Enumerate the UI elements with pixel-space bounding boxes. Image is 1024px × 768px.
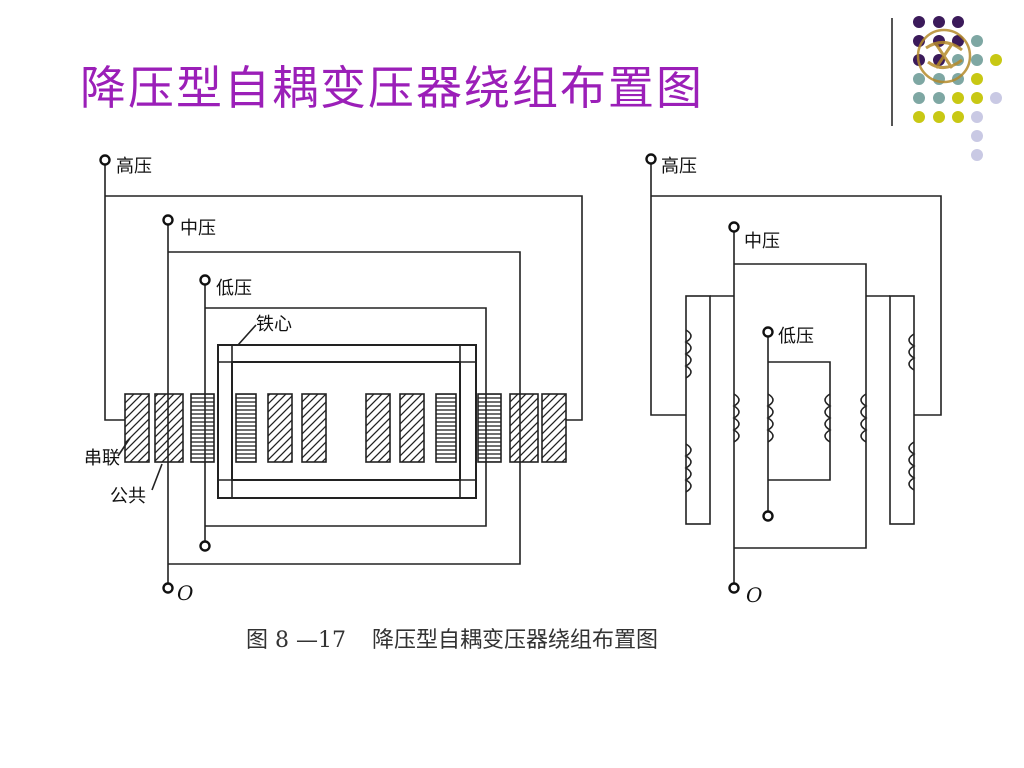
- terminal-low-bottom-right: [762, 510, 774, 522]
- coil-low-right: [824, 393, 832, 443]
- mid-voltage-wire: [167, 222, 521, 586]
- terminal-low-left: [199, 274, 211, 286]
- decorative-divider: [891, 18, 893, 126]
- label-neutral-right: O: [746, 583, 762, 607]
- label-mid-voltage-right: 中压: [744, 231, 780, 252]
- figure-caption-text: 降压型自耦变压器绕组布置图: [371, 628, 658, 653]
- terminal-mid-left: [162, 214, 174, 226]
- label-high-voltage-right: 高压: [661, 156, 697, 177]
- low-voltage-wire-right-b: [768, 361, 831, 481]
- common-wire-right: [734, 263, 867, 549]
- label-high-voltage-left: 高压: [116, 156, 152, 177]
- low-voltage-winding-right: [477, 393, 502, 463]
- high-voltage-wire-right-a: [650, 162, 686, 416]
- high-voltage-wire-right-b: [651, 195, 942, 416]
- coil-series-right-upper: [908, 333, 916, 371]
- label-mid-voltage-left: 中压: [180, 218, 216, 239]
- coil-series-left-lower: [684, 443, 692, 493]
- high-voltage-wire: [104, 162, 583, 421]
- terminal-neutral-left: [162, 582, 174, 594]
- series-coil-box-left: [685, 295, 711, 525]
- terminal-neutral-right: [728, 582, 740, 594]
- label-low-voltage-right: 低压: [778, 326, 814, 347]
- coil-series-left-upper: [684, 329, 692, 379]
- terminal-high-right: [645, 153, 657, 165]
- label-series: 串联: [84, 448, 120, 469]
- label-low-voltage-left: 低压: [216, 278, 252, 299]
- series-coil-box-right: [889, 295, 915, 525]
- figure-number: 图 8 —17: [246, 628, 346, 653]
- label-neutral-left: O: [177, 581, 193, 605]
- figure-caption: 图 8 —17 降压型自耦变压器绕组布置图: [246, 622, 658, 654]
- inner-windings-right-limb: [365, 393, 457, 463]
- terminal-mid-right: [728, 221, 740, 233]
- terminal-low-bottom-left: [199, 540, 211, 552]
- right-diagram: 高压 中压 低压 O: [645, 153, 942, 607]
- inner-windings-left-limb: [235, 393, 327, 463]
- coil-common-right: [860, 393, 868, 443]
- terminal-high-left: [99, 154, 111, 166]
- label-iron-core: 铁心: [256, 314, 292, 335]
- coil-series-right-lower: [908, 441, 916, 491]
- series-winding-left: [124, 393, 150, 463]
- left-diagram: 高压 中压 低压 铁心 串联 公共 O: [84, 154, 583, 605]
- label-common: 公共: [110, 486, 146, 507]
- common-winding-left: [154, 393, 184, 463]
- common-winding-right: [509, 393, 539, 463]
- series-winding-right: [541, 393, 567, 463]
- coil-low-left: [766, 393, 774, 443]
- low-voltage-winding-left: [190, 393, 215, 463]
- seal-stamp-icon: [916, 28, 972, 84]
- iron-core: [217, 324, 477, 499]
- coil-common-left: [732, 393, 740, 443]
- slide-title: 降压型自耦变压器绕组布置图: [80, 61, 704, 115]
- terminal-low-right: [762, 326, 774, 338]
